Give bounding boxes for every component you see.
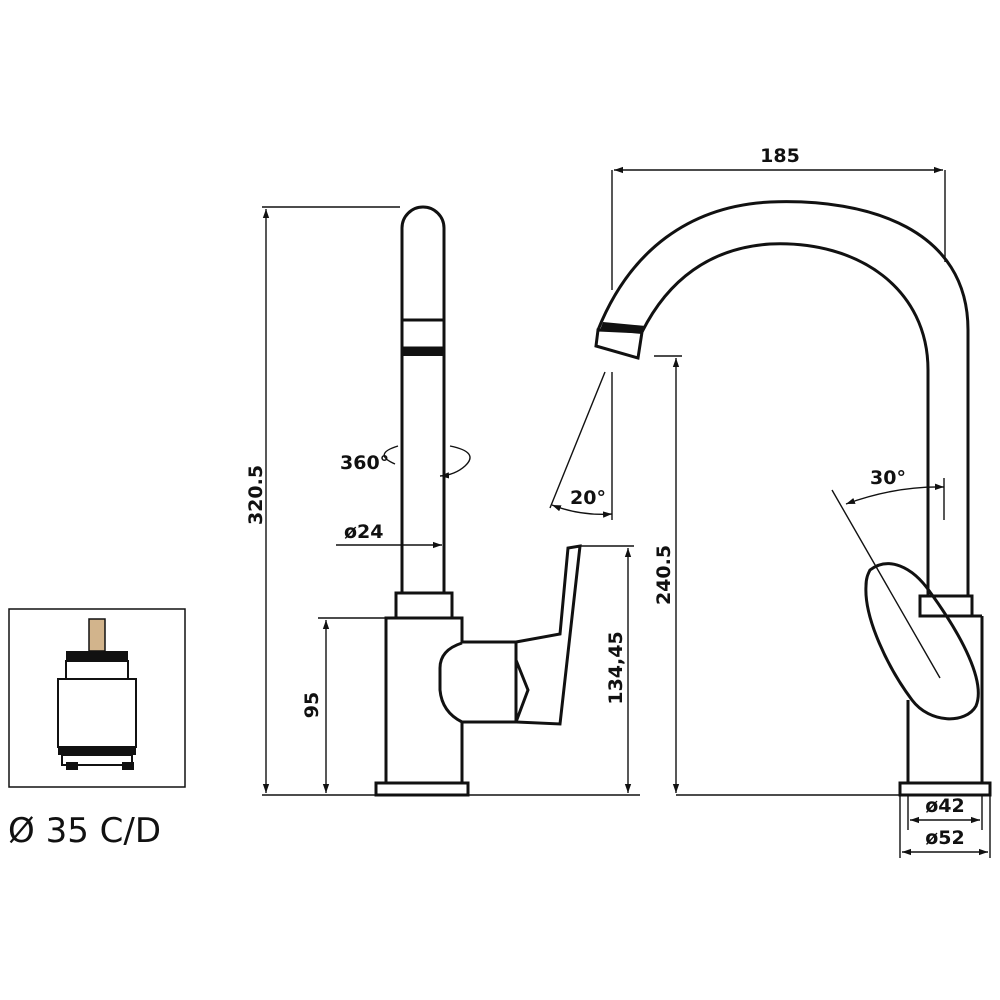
front-lever bbox=[513, 544, 582, 726]
front-aerator-grid bbox=[402, 348, 444, 356]
cartridge-top-band bbox=[66, 651, 128, 661]
side-lever-axis bbox=[831, 489, 941, 679]
front-base-plate bbox=[374, 781, 470, 797]
swivel-arrow bbox=[383, 445, 471, 476]
front-aerator bbox=[400, 318, 446, 350]
front-body bbox=[384, 616, 464, 783]
dim-base-inner: ø42 bbox=[925, 795, 965, 817]
dim-base-outer: ø52 bbox=[925, 827, 965, 849]
dim-outlet-height: 240.5 bbox=[653, 545, 675, 605]
dim-tube-diameter: ø24 bbox=[344, 521, 384, 543]
cartridge-upper bbox=[65, 660, 129, 680]
side-base-plate bbox=[898, 781, 992, 797]
side-dimensions: 185 240.5 20° 30° ø42 ø52 bbox=[549, 145, 991, 858]
dim-lever-height: 134,45 bbox=[605, 631, 627, 704]
spray-angle-arc bbox=[551, 504, 613, 518]
side-view bbox=[594, 200, 992, 797]
dim-spray-angle: 20° bbox=[570, 487, 606, 509]
cartridge-label: Ø 35 C/D bbox=[8, 811, 161, 851]
side-lever bbox=[864, 562, 980, 721]
front-spout-tube bbox=[400, 205, 446, 593]
side-spout-outer bbox=[596, 200, 970, 596]
cartridge-inset bbox=[8, 608, 186, 788]
cartridge-base bbox=[61, 754, 133, 766]
cartridge-pin-left bbox=[66, 762, 78, 770]
dim-lever-angle: 30° bbox=[870, 467, 906, 489]
side-aerator-band bbox=[600, 322, 646, 334]
dim-spout-reach: 185 bbox=[760, 145, 800, 167]
front-lever-hub bbox=[438, 640, 518, 724]
cartridge-body bbox=[57, 678, 137, 748]
cartridge-pin-right bbox=[122, 762, 134, 770]
side-aerator bbox=[594, 328, 644, 360]
cartridge-bottom-band bbox=[58, 747, 136, 755]
front-collar bbox=[394, 591, 454, 620]
front-dimensions: 320.5 95 134,45 ø24 360° bbox=[245, 206, 640, 796]
dim-body-height: 95 bbox=[301, 692, 323, 718]
lever-angle-arc bbox=[845, 483, 945, 505]
dim-swivel-angle: 360° bbox=[340, 452, 389, 474]
front-view bbox=[374, 205, 582, 797]
cartridge-stem bbox=[88, 618, 106, 652]
dim-total-height: 320.5 bbox=[245, 465, 267, 525]
side-spout-inner bbox=[640, 242, 930, 596]
side-body bbox=[906, 614, 984, 783]
